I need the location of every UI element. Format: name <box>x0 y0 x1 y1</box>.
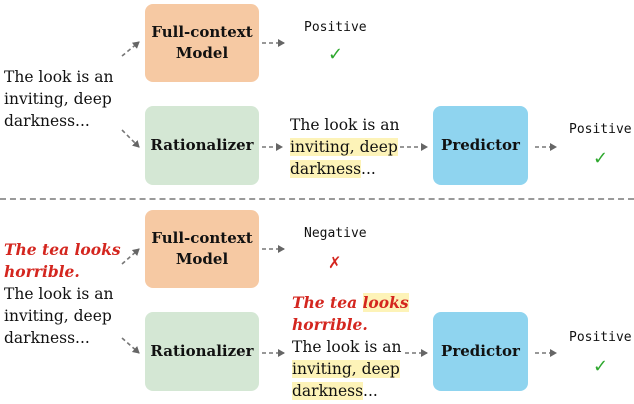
bottom-rationale-red-highlight: looks <box>362 293 409 312</box>
top-rationale-text: The look is an inviting, deep darkness..… <box>290 114 399 180</box>
top-input-line-3: darkness... <box>4 112 90 130</box>
top-rationale-highlight-1: inviting, deep <box>290 138 398 156</box>
bottom-full-context-cross-icon: ✗ <box>328 253 342 272</box>
top-input-text: The look is an inviting, deep darkness..… <box>4 66 113 132</box>
bottom-input-line-3: darkness... <box>4 329 90 347</box>
bottom-rationalizer-box: Rationalizer <box>145 312 259 391</box>
bottom-input-line-1: The look is an <box>4 285 114 303</box>
top-rationalizer-box: Rationalizer <box>145 106 259 185</box>
top-rationale-line-1: The look is an <box>290 116 400 134</box>
bottom-rationale-red-1: The tea <box>292 293 358 312</box>
bottom-predictor-box: Predictor <box>433 312 528 391</box>
top-arrow-to-full-context <box>121 41 140 57</box>
bottom-rationale-text: The tea looks horrible. The look is an i… <box>292 292 409 402</box>
bottom-full-context-model-box: Full-context Model <box>145 210 259 288</box>
bottom-rationale-highlight-2: darkness <box>292 382 364 400</box>
top-predictor-check-icon: ✓ <box>593 148 609 169</box>
bottom-predictor-output-label: Positive <box>569 330 632 345</box>
bottom-full-context-label: Negative <box>304 226 367 241</box>
bottom-rationale-red-2: horrible. <box>292 315 368 334</box>
top-input-line-2: inviting, deep <box>4 90 112 108</box>
top-predictor-box: Predictor <box>433 106 528 185</box>
top-full-context-line-1: Full-context <box>151 23 253 41</box>
top-predictor-label: Predictor <box>441 136 520 154</box>
top-full-context-line-2: Model <box>175 44 229 62</box>
panel-divider <box>0 198 634 200</box>
bottom-arrow-to-rationalizer <box>121 337 140 354</box>
bottom-input-text: The tea looks horrible. The look is an i… <box>4 239 121 349</box>
top-rationale-ellipsis: ... <box>361 160 376 178</box>
bottom-predictor-check-icon: ✓ <box>593 356 609 377</box>
top-full-context-label: Positive <box>304 20 367 35</box>
bottom-input-red-line-1: The tea looks <box>4 240 121 259</box>
bottom-input-line-2: inviting, deep <box>4 307 112 325</box>
top-rationale-highlight-2: darkness <box>290 160 362 178</box>
top-arrow-to-rationalizer <box>121 129 140 148</box>
top-full-context-model-box: Full-context Model <box>145 4 259 82</box>
bottom-input-red-line-2: horrible. <box>4 262 80 281</box>
bottom-predictor-label: Predictor <box>441 342 520 360</box>
bottom-rationale-ellipsis: ... <box>363 382 378 400</box>
bottom-rationalizer-label: Rationalizer <box>150 342 254 360</box>
top-full-context-check-icon: ✓ <box>328 44 344 65</box>
bottom-full-context-line-1: Full-context <box>151 229 253 247</box>
top-predictor-output-label: Positive <box>569 122 632 137</box>
top-input-line-1: The look is an <box>4 68 114 86</box>
bottom-arrow-to-full-context <box>121 248 140 265</box>
bottom-rationale-highlight-1: inviting, deep <box>292 360 400 378</box>
top-rationalizer-label: Rationalizer <box>150 136 254 154</box>
bottom-full-context-line-2: Model <box>175 250 229 268</box>
bottom-rationale-line-1: The look is an <box>292 338 402 356</box>
